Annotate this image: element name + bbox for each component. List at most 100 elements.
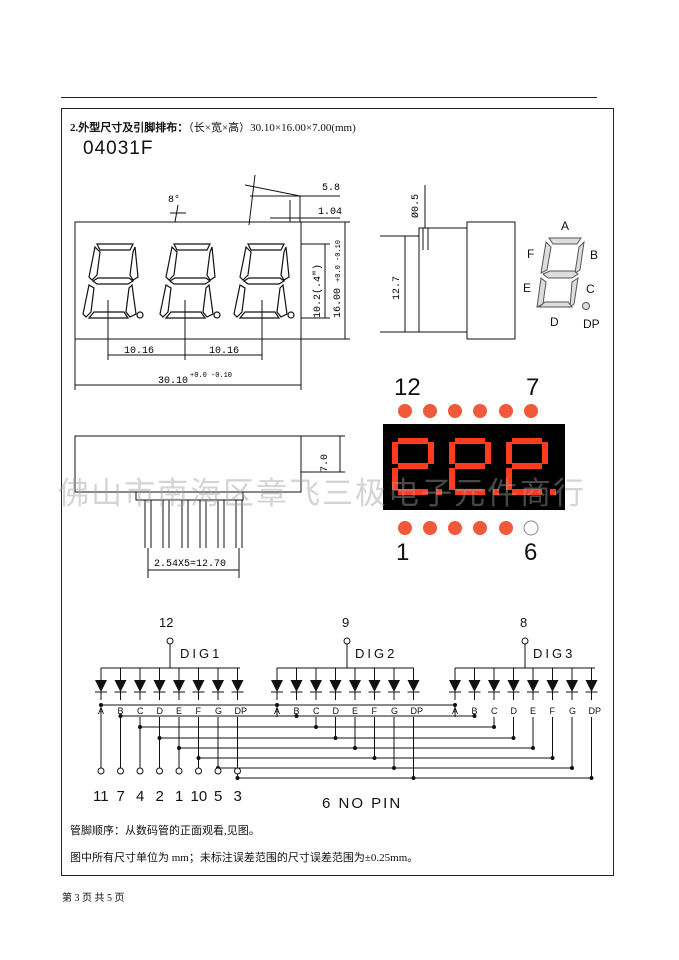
seg-label-d2-f: F bbox=[372, 706, 378, 716]
seg-label-dp: DP bbox=[583, 317, 600, 331]
diode-d2-d bbox=[329, 668, 342, 700]
diode-d3-dp bbox=[585, 668, 598, 700]
diode-d3-g bbox=[566, 668, 578, 700]
dim-char-height: 10.2(.4") bbox=[312, 264, 324, 318]
pin-label-12: 12 bbox=[394, 374, 421, 401]
pin-label-1: 1 bbox=[396, 539, 409, 566]
diode-d1-f bbox=[192, 668, 205, 700]
diode-d1-dp bbox=[231, 668, 244, 700]
seg-label-d: D bbox=[550, 315, 559, 329]
seg-label-d2-a: A bbox=[274, 706, 280, 716]
pin-order-note: 管脚顺序：从数码管的正面观看,见图。 bbox=[70, 825, 260, 837]
dim-top-1: 5.8 bbox=[322, 183, 340, 194]
diode-d3-e bbox=[527, 668, 539, 700]
led-digit-1 bbox=[392, 438, 442, 495]
dim-pitch-1: 10.16 bbox=[124, 346, 154, 357]
pin-number-7: 7 bbox=[117, 788, 125, 805]
front-digit-3 bbox=[233, 243, 295, 319]
diode-d2-a bbox=[271, 668, 283, 700]
section-title-detail: （长×宽×高）30.10×16.00×7.00(mm) bbox=[188, 122, 356, 134]
pin-number-5: 5 bbox=[214, 788, 222, 805]
page-footer: 第 3 页 共 5 页 bbox=[62, 893, 125, 904]
diode-d1-e bbox=[173, 668, 185, 700]
pin-terminal-b bbox=[117, 767, 124, 775]
dim-height-main: 16.00 bbox=[333, 288, 344, 318]
section-title: 2.外型尺寸及引脚排布：（长×宽×高）30.10×16.00×7.00(mm) bbox=[70, 119, 356, 135]
digit-pin-8: 8 bbox=[520, 615, 527, 630]
pin-terminal-f bbox=[195, 767, 202, 775]
diode-d1-d bbox=[153, 668, 166, 700]
pin-number-11: 11 bbox=[93, 788, 109, 805]
seg-label-d2-b: B bbox=[294, 706, 300, 716]
seg-label-f: F bbox=[527, 247, 534, 261]
pin-terminal-g bbox=[214, 767, 222, 775]
seg-label-a: A bbox=[561, 219, 569, 233]
led-digit-2 bbox=[449, 438, 499, 495]
diode-d2-g bbox=[388, 668, 400, 700]
seg-label-b: B bbox=[590, 248, 598, 262]
circuit-schematic bbox=[101, 637, 595, 669]
seg-label-d1-b: B bbox=[118, 706, 124, 716]
seg-label-d3-a: A bbox=[452, 706, 458, 716]
seg-label-d2-d: D bbox=[333, 706, 340, 716]
led-digit-3 bbox=[506, 438, 556, 495]
dim-pin-span: 2.54X5=12.70 bbox=[154, 559, 226, 570]
seg-label-d3-f: F bbox=[550, 706, 556, 716]
diode-d3-b bbox=[468, 668, 481, 700]
seg-label-d3-d: D bbox=[511, 706, 518, 716]
pinout-display bbox=[383, 404, 565, 536]
seg-label-d3-b: B bbox=[472, 706, 478, 716]
diode-d1-c bbox=[134, 668, 146, 700]
dim-length: 30.10 bbox=[158, 376, 188, 387]
seg-label-d2-e: E bbox=[352, 706, 358, 716]
segment-bus-lines bbox=[97, 703, 594, 780]
pin-number-4: 4 bbox=[136, 788, 144, 805]
diode-d2-b bbox=[290, 668, 303, 700]
seg-label-d1-f: F bbox=[196, 706, 202, 716]
diode-d2-f bbox=[368, 668, 381, 700]
dim-height-tol: +0.0 -0.10 bbox=[335, 240, 343, 282]
pin-terminal-c bbox=[136, 767, 144, 775]
section-title-prefix: 2.外型尺寸及引脚排布： bbox=[70, 122, 189, 134]
dim-pin-dia: Ø0.5 bbox=[410, 194, 422, 218]
front-view bbox=[74, 174, 350, 390]
diode-d2-dp bbox=[407, 668, 420, 700]
pin-number-10: 10 bbox=[191, 788, 208, 805]
no-pin-note: 6 NO PIN bbox=[322, 795, 402, 812]
pin-terminal-e bbox=[175, 767, 183, 775]
seg-label-d1-a: A bbox=[98, 706, 104, 716]
pin-terminal-a bbox=[97, 767, 105, 775]
seg-label-d1-dp: DP bbox=[235, 706, 248, 716]
dim-depth: 7.0 bbox=[320, 454, 331, 472]
diode-d2-e bbox=[349, 668, 361, 700]
seg-label-d2-g: G bbox=[391, 706, 398, 716]
angle-label: 8° bbox=[168, 194, 180, 206]
seg-label-d2-dp: DP bbox=[411, 706, 424, 716]
pin-number-2: 2 bbox=[156, 788, 164, 805]
pin-label-6: 6 bbox=[524, 539, 537, 566]
seg-label-e: E bbox=[523, 281, 531, 295]
front-digit-2 bbox=[159, 243, 221, 319]
diode-d3-d bbox=[507, 668, 520, 700]
diode-d3-f bbox=[546, 668, 559, 700]
digit-label-1: DIG1 bbox=[180, 646, 222, 661]
front-view-body bbox=[74, 221, 302, 340]
tolerance-note: 图中所有尺寸单位为 mm；未标注误差范围的尺寸误差范围为±0.25mm。 bbox=[70, 852, 419, 864]
side-view bbox=[380, 185, 516, 340]
seg-label-d1-g: G bbox=[215, 706, 222, 716]
seg-label-d1-d: D bbox=[157, 706, 164, 716]
model-number: 04031F bbox=[83, 138, 154, 159]
seg-label-c: C bbox=[586, 282, 595, 296]
page-frame bbox=[61, 108, 614, 876]
diode-d3-c bbox=[488, 668, 500, 700]
dim-top-2: 1.04 bbox=[318, 207, 342, 218]
pin-terminal-dp bbox=[234, 767, 241, 775]
front-digit-1 bbox=[82, 243, 144, 319]
digit-pin-9: 9 bbox=[342, 615, 349, 630]
seg-label-d3-dp: DP bbox=[589, 706, 602, 716]
diode-d2-c bbox=[310, 668, 322, 700]
diode-d3-a bbox=[449, 668, 461, 700]
